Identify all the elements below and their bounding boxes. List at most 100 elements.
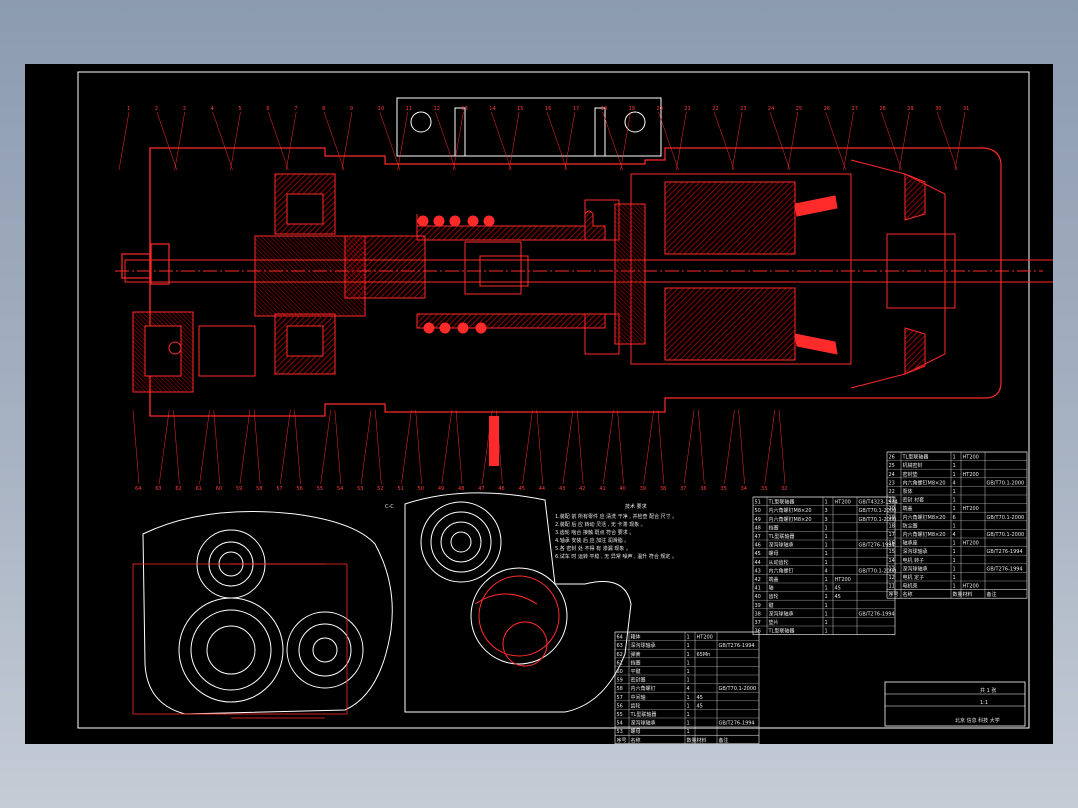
table-cell: 轴	[769, 585, 774, 592]
table-cell: 25	[889, 463, 895, 469]
table-cell: HT200	[963, 541, 979, 547]
callout-number: 52	[377, 486, 383, 492]
callout-number: 10	[378, 106, 384, 112]
table-cell: TL型联轴器	[768, 628, 795, 635]
c-c-gear-red	[474, 575, 560, 667]
table-cell: 42	[755, 577, 761, 583]
table-cell: 中间轴	[631, 694, 646, 701]
table-cell: 深沟球轴承	[903, 565, 928, 572]
callout-number: 43	[559, 486, 565, 492]
callout-number: 55	[317, 486, 323, 492]
table-header-cell: 备注	[987, 591, 997, 598]
callout-number: 26	[824, 106, 830, 112]
table-cell: HT200	[963, 506, 979, 512]
callout-leader	[156, 111, 178, 171]
callout-leader	[285, 111, 297, 171]
callout-leader	[481, 409, 493, 485]
callout-leader	[683, 409, 695, 485]
table-cell: 62	[617, 652, 623, 658]
table-cell: 内六角螺钉M8×20	[903, 514, 946, 521]
callout-number: 27	[852, 106, 858, 112]
callout-leader	[778, 409, 786, 485]
callout-leader	[657, 409, 665, 485]
callout-leader	[158, 409, 170, 485]
table-cell: 49	[755, 517, 761, 523]
table-cell: 平键	[631, 668, 641, 675]
callout-number: 31	[963, 106, 969, 112]
tech-req-line-2: 2.装配 后 应 转动 灵活 , 无 卡滞 现象 。	[555, 521, 646, 528]
table-cell: 1	[953, 498, 956, 504]
table-cell: 65Mn	[697, 652, 711, 658]
callout-number: 39	[640, 486, 646, 492]
tech-req-line-5: 5.各 密封 处 不得 有 渗漏 现象 。	[555, 545, 631, 552]
callout-leader	[738, 409, 745, 485]
table-cell: 内六角螺钉	[631, 685, 656, 692]
drawing-viewport[interactable]: C-C 技术 要求 1.装配 前 所有零件 应 清洗 干净 , 并检查 配合 尺…	[25, 64, 1053, 744]
callout-number: 13	[461, 106, 467, 112]
callout-number: 6	[266, 106, 269, 112]
table-cell: 1	[687, 635, 690, 641]
callout-leader	[415, 409, 422, 485]
callout-leader	[213, 409, 220, 485]
table-cell: GB/T276-1994	[859, 611, 895, 617]
callout-leader	[453, 111, 464, 171]
table-cell: 45	[755, 551, 761, 557]
callout-number: 21	[684, 106, 690, 112]
callout-leader	[522, 409, 533, 485]
table-cell: 1	[953, 472, 956, 478]
table-cell: 深沟球轴承	[769, 610, 794, 617]
table-cell: 1	[825, 500, 828, 506]
table-cell: GB/T276-1994	[719, 721, 755, 727]
callout-leader	[731, 111, 743, 171]
callout-leader	[199, 409, 210, 485]
c-c-section-view	[404, 492, 632, 713]
callout-number: 11	[406, 106, 412, 112]
callout-number: 57	[276, 486, 282, 492]
table-cell: 螺母	[631, 728, 641, 735]
callout-leader	[936, 111, 958, 171]
callout-number: 28	[879, 106, 885, 112]
table-cell: 37	[755, 620, 761, 626]
table-cell: TL型联轴器	[630, 711, 657, 718]
table-cell: 23	[889, 480, 895, 486]
callout-number: 38	[660, 486, 666, 492]
callout-number: 4	[211, 106, 214, 112]
callout-number: 37	[680, 486, 686, 492]
table-cell: 4	[825, 568, 828, 574]
callout-number: 15	[517, 106, 523, 112]
callout-leader	[341, 111, 353, 171]
callout-number: 56	[297, 486, 303, 492]
table-cell: 垫片	[769, 619, 779, 626]
table-cell: 57	[617, 695, 623, 701]
table-header-cell: 备注	[719, 737, 729, 744]
callout-number: 20	[656, 106, 662, 112]
callout-leader	[455, 409, 463, 485]
callout-leader	[320, 409, 331, 485]
callout-leader	[825, 111, 846, 171]
callout-number: 36	[700, 486, 706, 492]
table-cell: 24	[889, 472, 895, 478]
table-cell: 1	[953, 566, 956, 572]
table-cell: 26	[889, 455, 895, 461]
callout-leader	[323, 111, 345, 171]
table-cell: 电机 转子	[903, 557, 925, 564]
table-header-cell: 序号	[617, 737, 627, 744]
callout-leader	[360, 409, 372, 485]
callout-leader	[379, 111, 401, 171]
table-cell: GB/T70.1-2000	[987, 532, 1025, 538]
table-cell: GB/T4323-1984	[859, 500, 898, 506]
title-block: 1:1 共 1 张 北京 信息 科技 大学	[884, 681, 1026, 727]
table-cell: 轴承座	[903, 540, 918, 547]
callout-number: 61	[196, 486, 202, 492]
table-cell: 齿轮	[631, 702, 641, 709]
callout-number: 35	[720, 486, 726, 492]
table-cell: TL型联轴器	[902, 454, 929, 461]
callout-leader	[441, 409, 453, 485]
callout-number: 50	[418, 486, 424, 492]
table-cell: 1	[687, 721, 690, 727]
table-cell: 1	[953, 541, 956, 547]
table-cell: 45	[697, 703, 703, 709]
callout-number: 18	[601, 106, 607, 112]
table-cell: 14	[889, 558, 895, 564]
table-cell: 19	[889, 515, 895, 521]
